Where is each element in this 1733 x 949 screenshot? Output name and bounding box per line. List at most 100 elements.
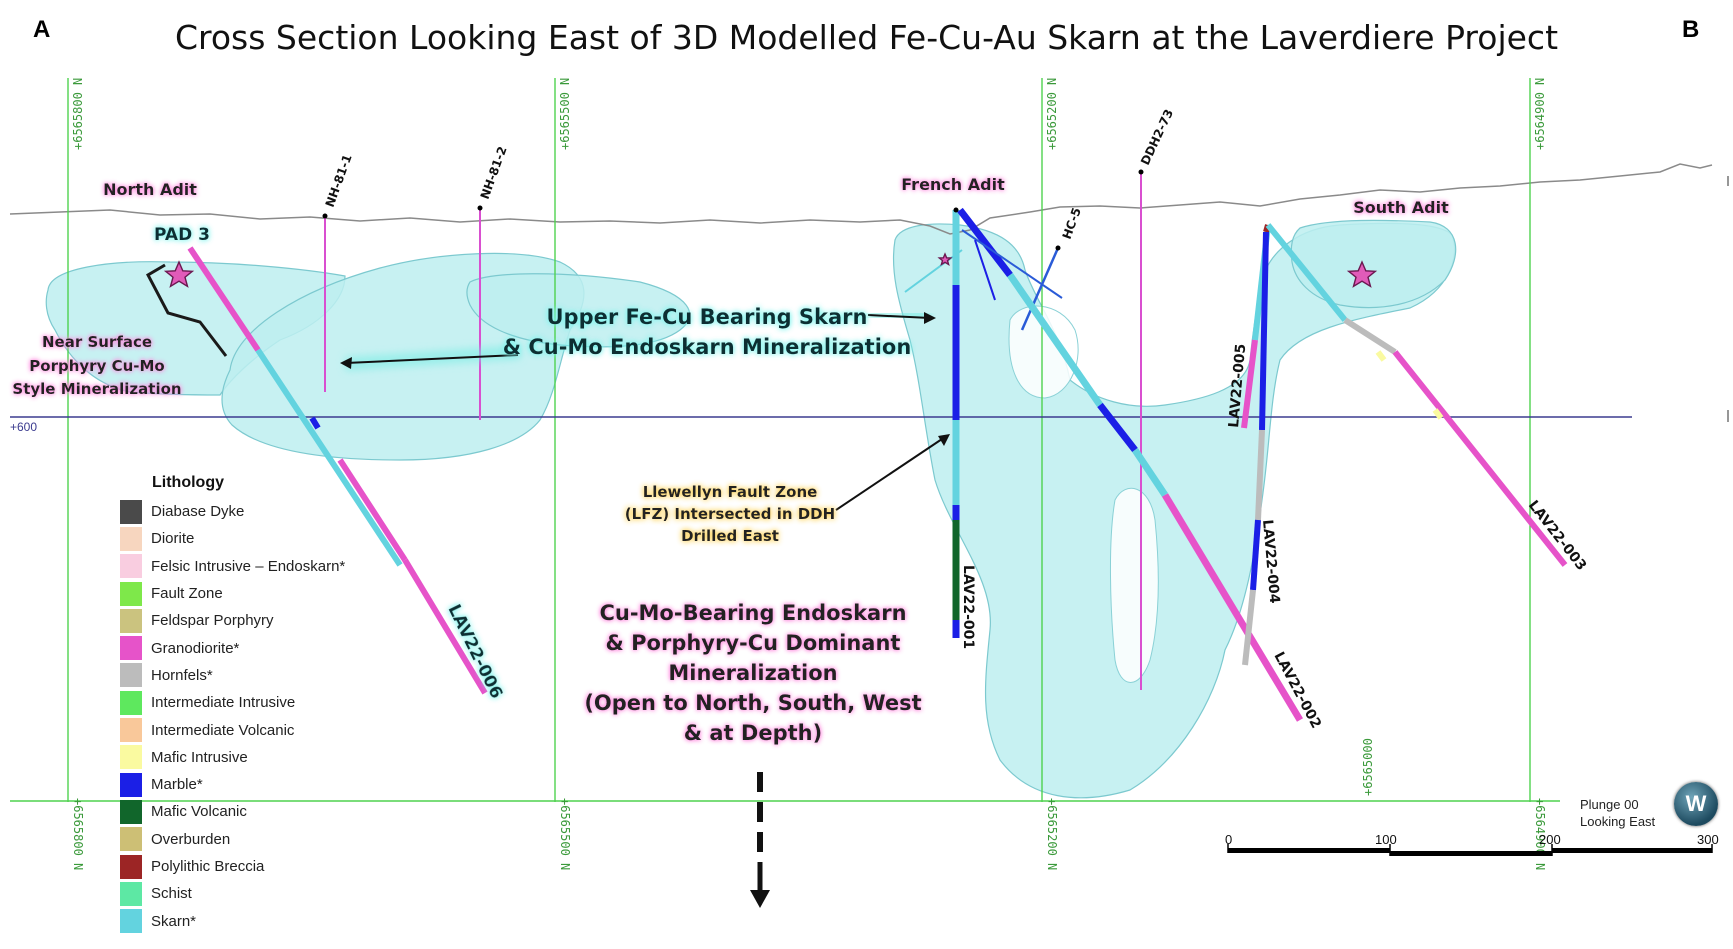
- label-south-adit: South Adit: [1353, 198, 1449, 217]
- legend-swatch: [120, 690, 142, 715]
- legend-label: Overburden: [151, 830, 231, 848]
- figure-title: Cross Section Looking East of 3D Modelle…: [174, 18, 1559, 57]
- label-lfz-1: Llewellyn Fault Zone: [643, 483, 818, 501]
- drillhole-lav22-004: [1242, 224, 1271, 666]
- label-near-surface-1: Near Surface: [42, 333, 152, 351]
- compass-icon: W: [1674, 782, 1718, 826]
- easting-label: +6565000: [1361, 738, 1375, 796]
- scale-label-100: 100: [1375, 832, 1397, 847]
- star-french-adit: [937, 252, 953, 267]
- legend-swatch: [120, 663, 142, 688]
- northing-label-bottom-2: +6565500 N: [558, 798, 572, 870]
- legend-swatch: [120, 499, 142, 524]
- legend-item: Schist: [120, 880, 380, 907]
- legend-swatch: [120, 581, 142, 606]
- legend-swatch: [120, 909, 142, 934]
- legend-label: Hornfels*: [151, 666, 213, 684]
- star-south-adit: [1346, 260, 1378, 288]
- legend-title: Lithology: [152, 474, 224, 491]
- legend-item: Mafic Volcanic: [120, 798, 380, 825]
- label-ddh2-73: DDH2-73: [1138, 107, 1176, 167]
- drillhole-hc-5: [1020, 247, 1060, 331]
- arrow-to-upper-skarn: [867, 314, 931, 319]
- legend-item: Mafic Intrusive: [120, 744, 380, 771]
- label-lfz-2: (LFZ) Intersected in DDH: [625, 505, 835, 523]
- legend-label: Diorite: [151, 530, 195, 548]
- legend-item: Fault Zone: [120, 580, 380, 607]
- legend-swatch: [120, 526, 142, 551]
- label-nh-81-2: NH-81-2: [478, 144, 510, 201]
- arrow-to-north-skarn: [345, 354, 519, 364]
- collar-markers: [322, 169, 1144, 251]
- label-near-surface-2: Porphyry Cu-Mo: [29, 357, 164, 375]
- legend-label: Mafic Volcanic: [151, 803, 247, 821]
- legend-swatch: [120, 799, 142, 824]
- drillhole-lav22-003: [1265, 223, 1568, 567]
- scale-label-300: 300: [1697, 832, 1719, 847]
- label-upper-skarn-2: & Cu-Mo Endoskarn Mineralization: [503, 335, 912, 359]
- legend-item: Marble*: [120, 771, 380, 798]
- label-french-adit: French Adit: [901, 175, 1005, 194]
- legend-swatch: [120, 718, 142, 743]
- legend-item: Diabase Dyke: [120, 498, 380, 525]
- legend-swatch: [120, 881, 142, 906]
- legend-item: Hornfels*: [120, 662, 380, 689]
- legend-label: Marble*: [151, 776, 203, 794]
- legend-swatch: [120, 554, 142, 579]
- legend-swatch: [120, 608, 142, 633]
- legend-label: Fault Zone: [151, 585, 223, 603]
- skarn-body-central-lobe: [466, 273, 691, 348]
- legend-item: Intermediate Volcanic: [120, 716, 380, 743]
- corner-label-a: A: [33, 16, 51, 43]
- topography-line: [9, 163, 1713, 235]
- scale-label-200: 200: [1539, 832, 1561, 847]
- label-lfz-3: Drilled East: [681, 527, 779, 545]
- corner-label-b: B: [1682, 16, 1700, 43]
- label-endoskarn-2: & Porphyry-Cu Dominant: [606, 631, 901, 655]
- northing-label-bottom-3: +6565200 N: [1045, 798, 1059, 870]
- drillholes: [187, 172, 1568, 722]
- legend-swatch: [120, 772, 142, 797]
- label-upper-skarn-1: Upper Fe-Cu Bearing Skarn: [547, 305, 868, 329]
- legend-swatch: [120, 745, 142, 770]
- northing-label-top-2: +6565500 N: [558, 78, 572, 150]
- legend-label: Felsic Intrusive – Endoskarn*: [151, 557, 346, 575]
- elevation-label: +600: [10, 420, 37, 434]
- label-pad3: PAD 3: [154, 225, 210, 245]
- skarn-body-south-lobe: [1290, 219, 1457, 309]
- legend-label: Intermediate Volcanic: [151, 721, 295, 739]
- legend-item: Diorite: [120, 525, 380, 552]
- legend-item: Granodiorite*: [120, 634, 380, 661]
- northing-grid: [67, 78, 1531, 802]
- legend-swatch: [120, 827, 142, 852]
- label-lav22-005: LAV22-005: [1226, 343, 1249, 428]
- legend-label: Schist: [151, 885, 192, 903]
- label-north-adit: North Adit: [103, 180, 197, 199]
- scale-bar: [1227, 844, 1713, 856]
- annotation-arrows: [340, 308, 950, 908]
- label-lav22-006: LAV22-006: [444, 601, 507, 702]
- legend-label: Granodiorite*: [151, 639, 240, 657]
- label-endoskarn-5: & at Depth): [684, 721, 822, 745]
- label-hc-5: HC-5: [1060, 206, 1084, 241]
- northing-label-top-4: +6564900 N: [1533, 78, 1547, 150]
- label-lav22-003: LAV22-003: [1525, 498, 1589, 574]
- label-endoskarn-1: Cu-Mo-Bearing Endoskarn: [599, 601, 906, 625]
- legend-label: Diabase Dyke: [151, 503, 245, 521]
- looking-text: Looking East: [1580, 814, 1656, 829]
- legend-label: Skarn*: [151, 912, 197, 930]
- arrow-to-lfz: [835, 436, 946, 511]
- northing-label-top-1: +6565800 N: [71, 78, 85, 150]
- star-north-adit: [163, 260, 195, 288]
- skarn-windows: [1008, 305, 1159, 683]
- legend-item: Felsic Intrusive – Endoskarn*: [120, 553, 380, 580]
- view-orientation: Plunge 00 Looking East: [1580, 796, 1655, 830]
- label-near-surface-3: Style Mineralization: [12, 380, 181, 398]
- scale-label-0: 0: [1225, 832, 1233, 847]
- legend-item: Overburden: [120, 826, 380, 853]
- legend-item: Skarn*: [120, 907, 380, 934]
- legend-label: Polylithic Breccia: [151, 858, 265, 875]
- label-lav22-001: LAV22-001: [960, 565, 976, 649]
